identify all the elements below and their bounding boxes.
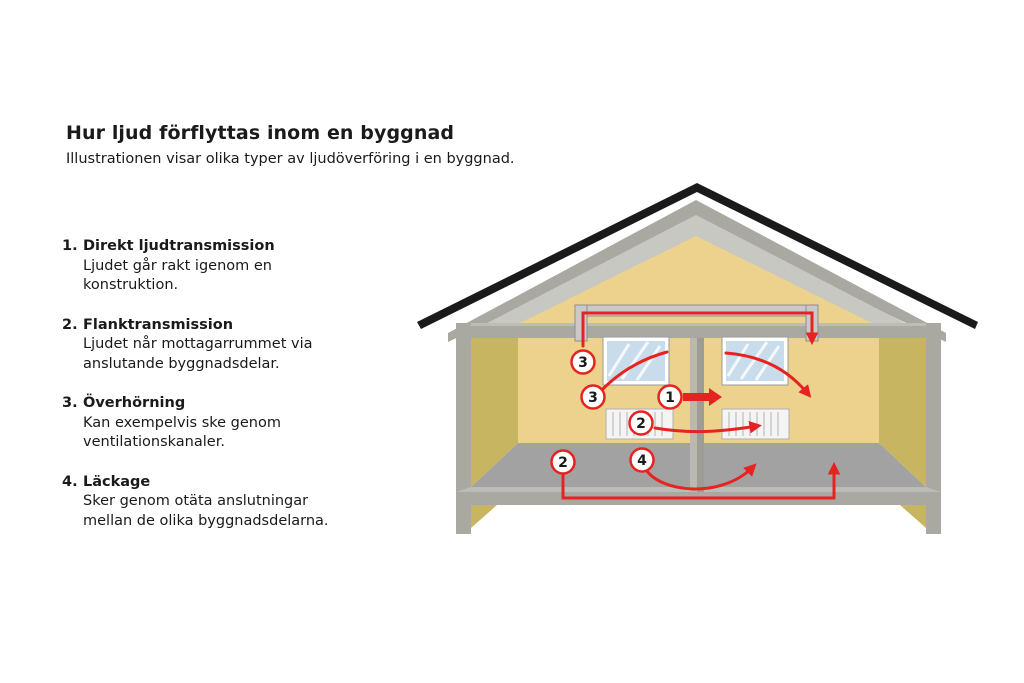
legend-number: 3.	[62, 395, 78, 411]
partition-wall-shade	[697, 338, 704, 492]
duct-drop-left	[574, 304, 588, 342]
radiator-right	[721, 408, 790, 440]
legend-name: Flanktransmission	[83, 316, 234, 333]
arrow-crosstalk-room-end	[724, 351, 812, 398]
badge-3-room: 3	[580, 384, 606, 410]
arrow-flank-floor	[561, 461, 841, 500]
legend-number: 4.	[62, 473, 78, 490]
svg-text:1: 1	[665, 390, 675, 406]
window-right	[721, 336, 789, 386]
legend-description: Ljudet går rakt igenom en konstruktion.	[83, 257, 272, 294]
lower-right-side	[900, 505, 926, 528]
attic-wall	[520, 236, 872, 323]
arrow-crosstalk-duct	[581, 311, 819, 348]
ceiling-highlight	[471, 323, 926, 326]
lower-right-wall	[926, 505, 941, 534]
legend-description: Kan exempelvis ske genom ventilationskan…	[83, 414, 281, 451]
legend-name: Läckage	[83, 473, 151, 490]
lower-left-wall	[456, 505, 471, 534]
svg-text:2: 2	[636, 416, 646, 432]
legend-name: Överhörning	[83, 395, 186, 411]
legend-number: 2.	[62, 316, 78, 333]
left-side-wall	[471, 338, 518, 487]
arrow-direct	[683, 388, 722, 406]
right-wall	[926, 323, 941, 533]
lower-left-side	[471, 505, 497, 528]
legend-description: Ljudet når mottagarrummet via anslutande…	[83, 336, 313, 372]
page-subtitle: Illustrationen visar olika typer av ljud…	[66, 151, 515, 167]
badge-1: 1	[657, 384, 683, 410]
svg-text:2: 2	[558, 455, 568, 471]
legend-number: 1.	[62, 238, 78, 254]
left-wall	[456, 323, 471, 533]
svg-text:3: 3	[588, 390, 598, 406]
svg-text:4: 4	[637, 453, 647, 469]
legend-description: Sker genom otäta anslutningar mellan de …	[83, 493, 329, 529]
badge-2-wall: 2	[628, 410, 654, 436]
legend-name: Direkt ljudtransmission	[83, 238, 275, 254]
svg-text:3: 3	[578, 355, 588, 371]
page-title: Hur ljud förflyttas inom en byggnad	[66, 122, 455, 144]
arrow-leakage	[643, 463, 757, 491]
badge-2-floor: 2	[550, 449, 576, 475]
window-left	[602, 336, 670, 386]
right-side-wall	[879, 338, 926, 487]
badge-3-duct: 3	[570, 349, 596, 375]
badge-4: 4	[629, 447, 655, 473]
arrow-flank-wall	[653, 420, 762, 434]
arrow-crosstalk-room	[596, 350, 669, 396]
